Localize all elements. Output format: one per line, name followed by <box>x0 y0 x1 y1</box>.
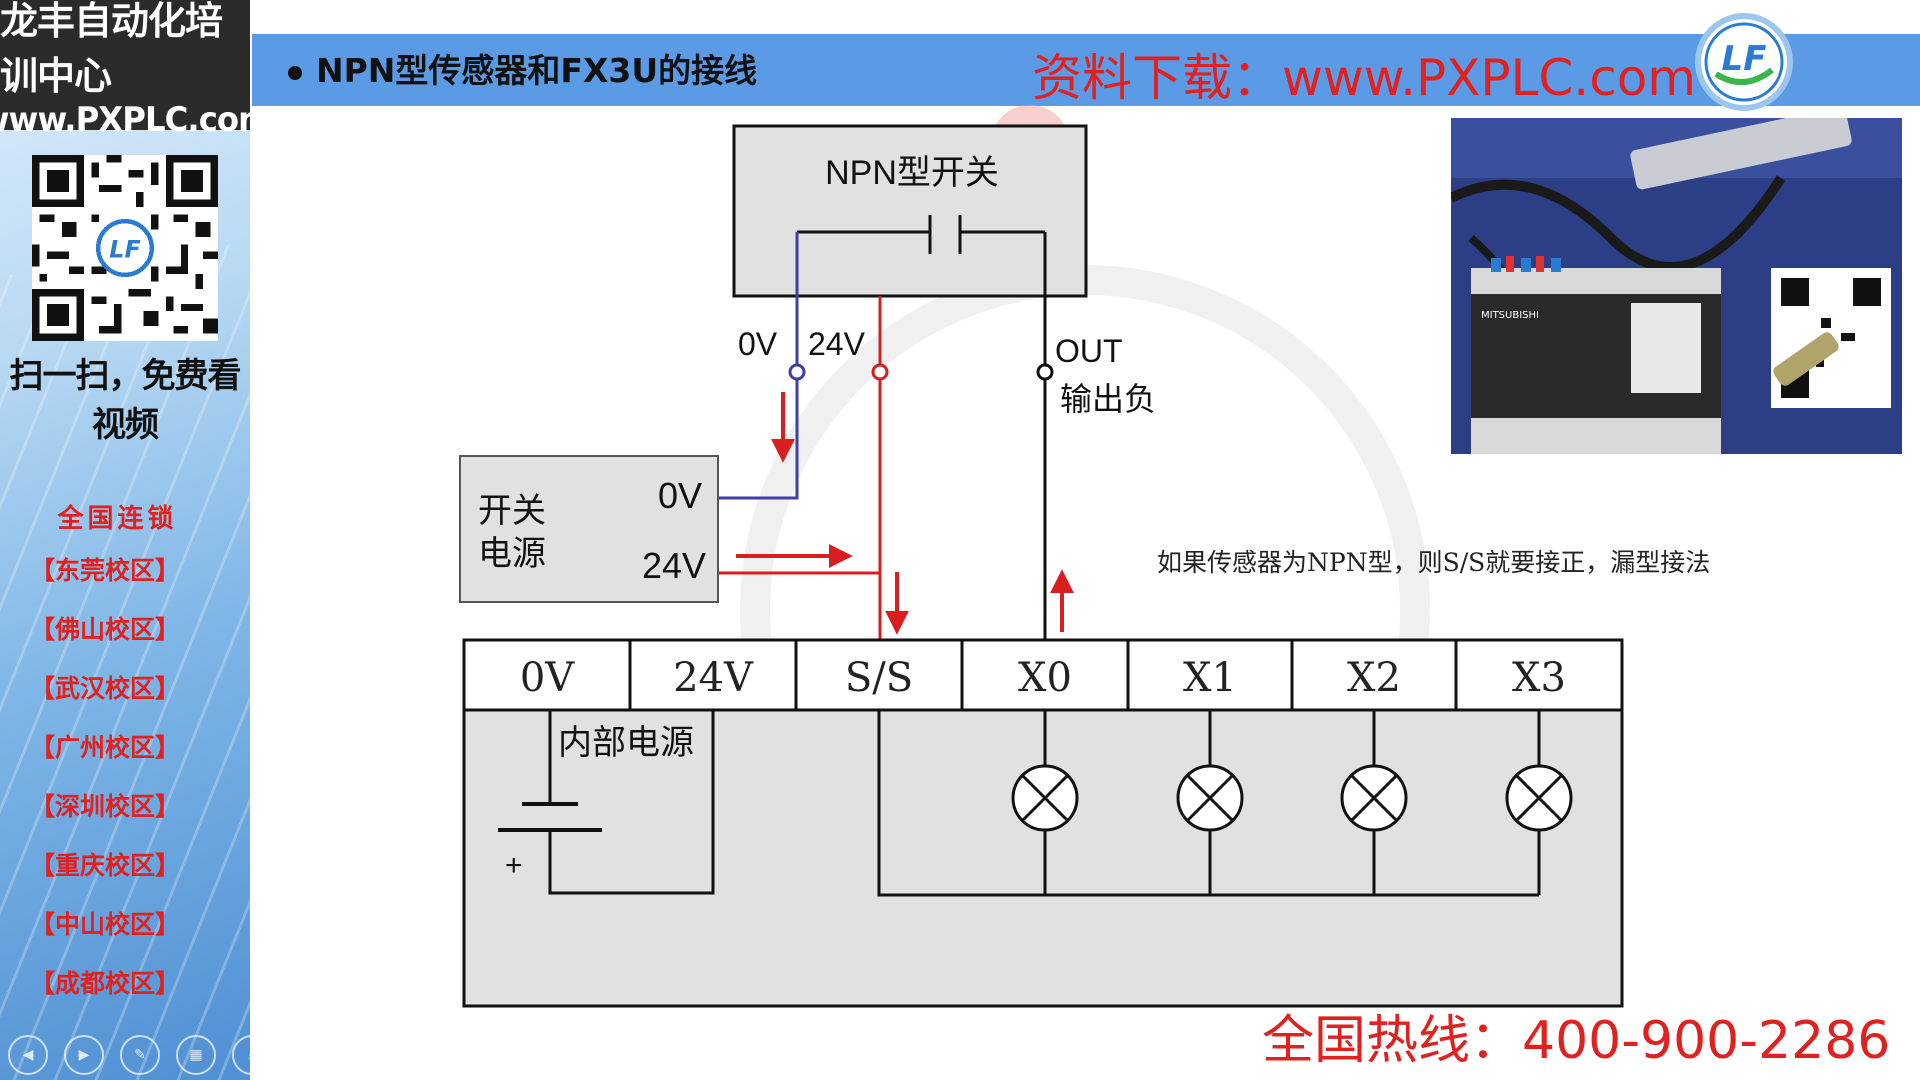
slide-title-text: NPN型传感器和FX3U的接线 <box>316 51 758 90</box>
header-top-strip <box>252 0 1920 36</box>
psu-24v-label: 24V <box>642 545 706 586</box>
terminal-ss: S/S <box>845 655 913 701</box>
terminal-x1: X1 <box>1183 655 1237 701</box>
terminal-x2: X2 <box>1347 655 1401 701</box>
brand-block: 龙丰自动化培训中心 www.PXPLC.com <box>0 0 250 140</box>
campus-item-chongqing[interactable]: 【重庆校区】 <box>30 851 181 880</box>
switch-24v-label: 24V <box>808 326 866 362</box>
slideshow-controls: ◀ ▶ ✎ ▦ ⌕ ⋯ <box>8 1035 250 1075</box>
terminal-0v: 0V <box>520 655 575 701</box>
terminal-x3: X3 <box>1512 655 1566 701</box>
campus-list: 【东莞校区】 【佛山校区】 【武汉校区】 【广州校区】 【深圳校区】 【重庆校区… <box>30 550 180 1022</box>
campus-item-wuhan[interactable]: 【武汉校区】 <box>30 674 181 703</box>
slide-title: NPN型传感器和FX3U的接线 <box>288 44 757 92</box>
out-label: OUT <box>1055 333 1123 369</box>
logo-text: LF <box>1722 39 1767 79</box>
terminal-x0: X0 <box>1018 655 1072 701</box>
zoom-icon[interactable]: ⌕ <box>232 1035 250 1075</box>
input-lamp-x0-icon <box>1011 764 1079 832</box>
terminal-strip <box>462 638 1624 712</box>
psu-title-line2: 电源 <box>478 535 546 573</box>
qr-caption: 扫一扫，免费看视频 <box>9 356 242 445</box>
psu-0v-label: 0V <box>658 475 702 516</box>
npn-switch-title: NPN型开关 <box>825 154 999 192</box>
lf-logo-icon: LF <box>1695 13 1793 111</box>
left-sidebar: 龙丰自动化培训中心 www.PXPLC.com LF 扫一扫，免费看视频 全国连… <box>0 0 250 1080</box>
input-lamp-x2-icon <box>1340 764 1408 832</box>
prev-slide-icon[interactable]: ◀ <box>8 1035 48 1075</box>
switch-power-supply-box <box>459 455 719 603</box>
campus-item-shenzhen[interactable]: 【深圳校区】 <box>30 792 181 821</box>
header-bar <box>252 34 1920 106</box>
plus-sign: + <box>505 849 523 882</box>
campus-item-chengdu[interactable]: 【成都校区】 <box>30 969 181 998</box>
psu-title-line1: 开关 <box>478 492 546 530</box>
input-lamp-x1-icon <box>1176 764 1244 832</box>
bullet-icon <box>288 65 302 80</box>
svg-text:MITSUBISHI: MITSUBISHI <box>1481 310 1539 321</box>
slides-grid-icon[interactable]: ▦ <box>176 1035 216 1075</box>
internal-battery-icon <box>498 710 715 895</box>
npn-annotation: 如果传感器为NPN型，则S/S就要接正，漏型接法 <box>1157 548 1711 577</box>
campus-title: 全国连锁 <box>57 504 178 534</box>
brand-name: 龙丰自动化培训中心 <box>0 0 223 98</box>
switch-0v-label: 0V <box>738 326 778 362</box>
out-sub-label: 输出负 <box>1060 381 1156 417</box>
svg-text:LF: LF <box>109 236 140 264</box>
download-banner: 资料下载：www.PXPLC.com <box>1032 49 1696 107</box>
campus-item-zhongshan[interactable]: 【中山校区】 <box>30 910 181 939</box>
terminal-24v: 24V <box>673 655 754 701</box>
next-slide-icon[interactable]: ▶ <box>64 1035 104 1075</box>
pen-icon[interactable]: ✎ <box>120 1035 160 1075</box>
npn-switch-box <box>732 124 1088 298</box>
campus-item-foshan[interactable]: 【佛山校区】 <box>30 615 181 644</box>
hotline-banner: 全国热线：400-900-2286 <box>1262 1011 1891 1071</box>
brand-url: www.PXPLC.com <box>0 100 250 140</box>
input-lamp-x3-icon <box>1505 764 1573 832</box>
sensor-photo: MITSUBISHI <box>1451 118 1902 454</box>
campus-item-guangzhou[interactable]: 【广州校区】 <box>30 733 181 762</box>
campus-item-dongguan[interactable]: 【东莞校区】 <box>30 556 181 585</box>
internal-power-label: 内部电源 <box>558 724 694 762</box>
qr-code-icon: LF <box>32 155 218 341</box>
